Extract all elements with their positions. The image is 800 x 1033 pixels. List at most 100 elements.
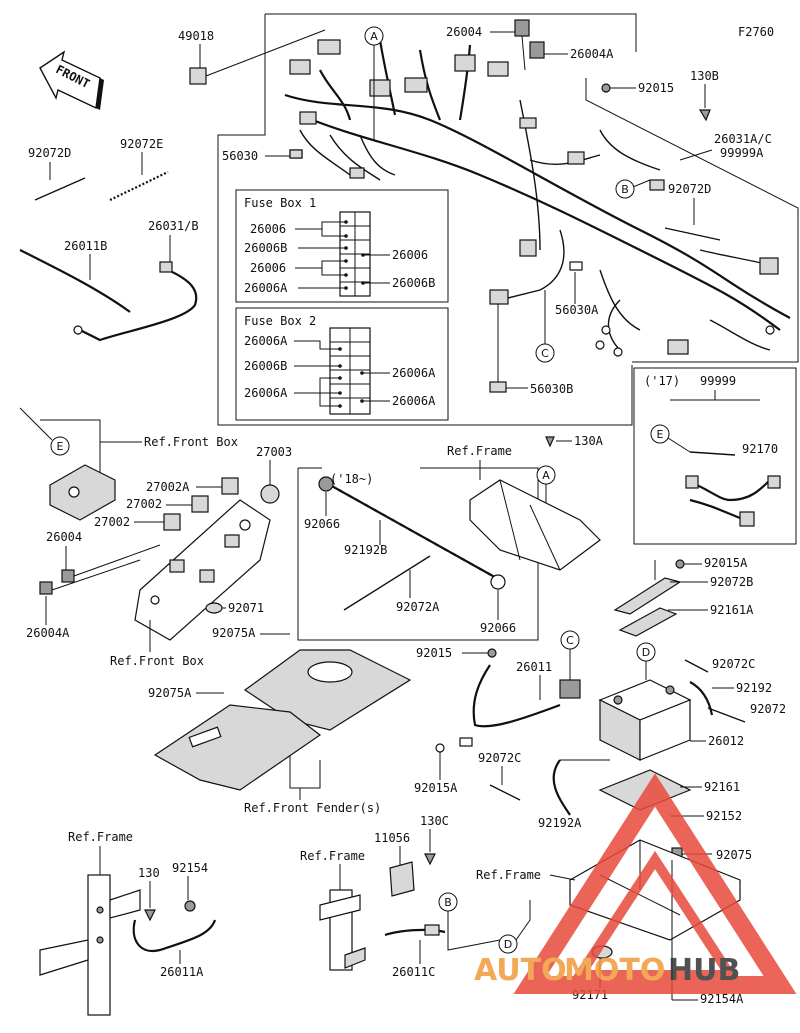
part-26004A-top <box>529 41 545 59</box>
label-130C: 130C <box>420 814 449 828</box>
svg-text:26006: 26006 <box>250 261 286 275</box>
svg-text:26006A: 26006A <box>392 366 436 380</box>
label-ref-frame-bl: Ref.Frame <box>68 830 133 844</box>
label-92192A: 92192A <box>538 816 582 830</box>
label-26012: 26012 <box>708 734 744 748</box>
cable-26011C <box>384 928 446 937</box>
svg-text:92066: 92066 <box>480 621 516 635</box>
callout-d-bottom: D <box>498 934 518 954</box>
label-ref-front-box-2: Ref.Front Box <box>110 654 204 668</box>
label-92154A: 92154A <box>700 992 744 1006</box>
label-130A: 130A <box>574 434 604 448</box>
svg-text:B: B <box>621 183 629 196</box>
inset-17-code: 99999 <box>700 374 736 388</box>
part-27003 <box>260 484 280 504</box>
fuse-box-1-title: Fuse Box 1 <box>244 196 316 210</box>
label-92072C-mid: 92072C <box>478 751 521 765</box>
svg-text:26006: 26006 <box>392 248 428 262</box>
frame-section-bl <box>39 874 141 1016</box>
svg-text:92066: 92066 <box>304 517 340 531</box>
label-92075A-2: 92075A <box>148 686 192 700</box>
inset-17: ('17) 99999 E 92170 <box>633 367 797 545</box>
cable-26011 <box>472 664 561 728</box>
label-92075: 92075 <box>716 848 752 862</box>
label-26004-top: 26004 <box>446 25 482 39</box>
label-56030B: 56030B <box>530 382 573 396</box>
svg-text:26006A: 26006A <box>392 394 436 408</box>
callout-a-mid: A <box>536 465 556 540</box>
front-box-module <box>49 464 116 521</box>
svg-text:C: C <box>541 347 549 360</box>
label-56030: 56030 <box>222 149 258 163</box>
cable-26031B <box>79 268 198 342</box>
svg-text:26006A: 26006A <box>244 386 288 400</box>
label-27002-b: 27002 <box>94 515 130 529</box>
front-arrow-icon: FRONT <box>39 50 104 110</box>
label-ref-frame-bm: Ref.Frame <box>300 849 365 863</box>
fuse-box-1: Fuse Box 1 26006 26006B 26006 26006A 260… <box>235 189 449 303</box>
label-92161A: 92161A <box>710 603 754 617</box>
svg-text:B: B <box>444 896 452 909</box>
label-92192: 92192 <box>736 681 772 695</box>
label-49018: 49018 <box>178 29 214 43</box>
callout-e-left: E <box>50 436 70 456</box>
inset-18-title: ('18~) <box>330 472 373 486</box>
label-92075A-1: 92075A <box>212 626 256 640</box>
watermark-logo: AUTO MOTO HUB <box>474 773 797 994</box>
label-130: 130 <box>138 866 160 880</box>
figure-code: F2760 <box>738 25 774 39</box>
label-92072B: 92072B <box>710 575 753 589</box>
main-harness <box>284 39 791 357</box>
label-ref-front-fenders: Ref.Front Fender(s) <box>244 801 381 815</box>
part-49018 <box>189 67 207 85</box>
label-92152: 92152 <box>706 809 742 823</box>
label-26031AC: 26031A/C <box>714 132 772 146</box>
label-26004A-left: 26004A <box>26 626 70 640</box>
callout-d-top: D <box>636 642 656 680</box>
label-26004A-top: 26004A <box>570 47 614 61</box>
label-92072D-right: 92072D <box>668 182 711 196</box>
label-26031B: 26031/B <box>148 219 199 233</box>
svg-text:MOTO: MOTO <box>564 953 665 988</box>
label-ref-front-box-1: Ref.Front Box <box>144 435 238 449</box>
label-26011B: 26011B <box>64 239 107 253</box>
fuse-box-2: Fuse Box 2 26006A 26006B 26006A 26006A 2… <box>235 307 449 421</box>
label-92072D-left: 92072D <box>28 146 71 160</box>
label-27002-a: 27002 <box>126 497 162 511</box>
label-26004-left: 26004 <box>46 530 82 544</box>
label-92161: 92161 <box>704 780 740 794</box>
label-130B: 130B <box>690 69 719 83</box>
svg-text:C: C <box>566 634 574 647</box>
svg-text:HUB: HUB <box>668 953 740 988</box>
callout-c-top: C <box>535 290 555 363</box>
inset-18: ('18~) 92066 92192B 92072A 92066 <box>297 467 539 641</box>
svg-text:D: D <box>504 938 512 951</box>
label-26011: 26011 <box>516 660 552 674</box>
label-26011A: 26011A <box>160 965 204 979</box>
label-ref-frame-mid: Ref.Frame <box>447 444 512 458</box>
svg-text:26006B: 26006B <box>244 359 287 373</box>
label-56030A: 56030A <box>555 303 599 317</box>
label-92071: 92071 <box>228 601 264 615</box>
callout-b-bottom: B <box>438 892 458 912</box>
svg-text:E: E <box>57 440 64 453</box>
inset-17-part: 92170 <box>742 442 778 456</box>
front-fender-lower <box>153 704 322 791</box>
svg-text:26006: 26006 <box>250 222 286 236</box>
label-92072: 92072 <box>750 702 786 716</box>
label-11056: 11056 <box>374 831 410 845</box>
label-92154: 92154 <box>172 861 208 875</box>
svg-text:92192B: 92192B <box>344 543 387 557</box>
inset-17-title: ('17) <box>644 374 680 388</box>
callout-b-top: B <box>615 179 651 199</box>
svg-text:E: E <box>657 428 664 441</box>
svg-text:26006A: 26006A <box>244 334 288 348</box>
battery-26012 <box>598 679 692 761</box>
svg-text:A: A <box>370 30 378 43</box>
svg-text:26006B: 26006B <box>244 241 287 255</box>
label-92015A-right: 92015A <box>704 556 748 570</box>
label-92072E: 92072E <box>120 137 163 151</box>
label-27003: 27003 <box>256 445 292 459</box>
label-99999A: 99999A <box>720 146 764 160</box>
